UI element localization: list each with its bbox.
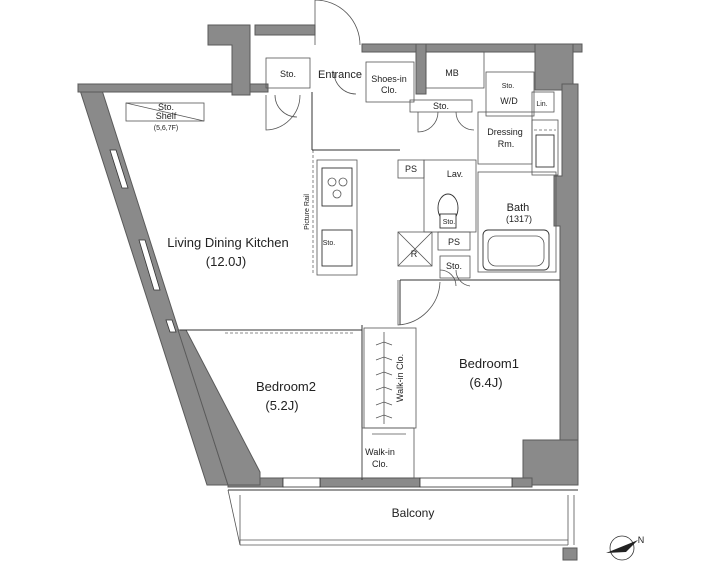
north-compass-icon: N [606, 535, 645, 561]
sto-shelf-floors: (5,6,7F) [154, 125, 179, 132]
dressing-room-line2: Rm. [498, 139, 515, 149]
lin-label: Lin. [536, 101, 547, 108]
left-windows [109, 149, 177, 333]
bedroom1-size: (6.4J) [469, 375, 502, 390]
shoes-closet-line1: Shoes-in [371, 74, 407, 84]
ps-label-lower: PS [448, 237, 460, 247]
bedroom2-size: (5.2J) [265, 398, 298, 413]
bath-size: (1317) [506, 214, 532, 224]
bedroom1-name: Bedroom1 [459, 356, 519, 371]
mb-label: MB [445, 68, 459, 78]
walkin-closet-line2: Clo. [372, 459, 388, 469]
bottom-windows [282, 477, 513, 488]
sto-shelf-line2: Shelf [156, 111, 177, 121]
lav-label: Lav. [447, 169, 463, 179]
doors [265, 0, 475, 326]
sto-hall-label: Sto. [433, 101, 449, 111]
sto-entrance-label: Sto. [280, 69, 296, 79]
balcony-area [227, 489, 578, 546]
walkin-closet-vertical: Walk-in Clo. [395, 354, 405, 402]
bedroom2-name: Bedroom2 [256, 379, 316, 394]
living-room-size: (12.0J) [206, 254, 246, 269]
sto-kitchen-label: Sto. [323, 240, 336, 247]
interior-walls [125, 51, 560, 480]
shoes-closet-line2: Clo. [381, 85, 397, 95]
bath-label: Bath [507, 202, 530, 214]
closet-hangers [372, 332, 406, 435]
wd-label: W/D [500, 96, 518, 106]
living-room-name: Living Dining Kitchen [167, 235, 288, 250]
picture-rail-label: Picture Rail [304, 194, 311, 230]
sto-shelf-line1: Sto. [158, 102, 174, 112]
room-labels: Living Dining Kitchen (12.0J) Bedroom1 (… [167, 68, 547, 520]
storage-labels: Sto. Sto. Shelf (5,6,7F) Shoes-in Clo. S… [154, 69, 523, 469]
entrance-label: Entrance [318, 69, 362, 81]
compass-label: N [638, 535, 645, 545]
walkin-closet-line1: Walk-in [365, 447, 395, 457]
ps-label-upper: PS [405, 164, 417, 174]
sto-lav-label: Sto. [443, 219, 456, 226]
balcony-label: Balcony [392, 506, 435, 520]
dressing-room-line1: Dressing [487, 127, 523, 137]
sto-wd-label: Sto. [502, 83, 515, 90]
r-label: R [411, 249, 418, 259]
sto-bedroom1-label: Sto. [446, 261, 462, 271]
